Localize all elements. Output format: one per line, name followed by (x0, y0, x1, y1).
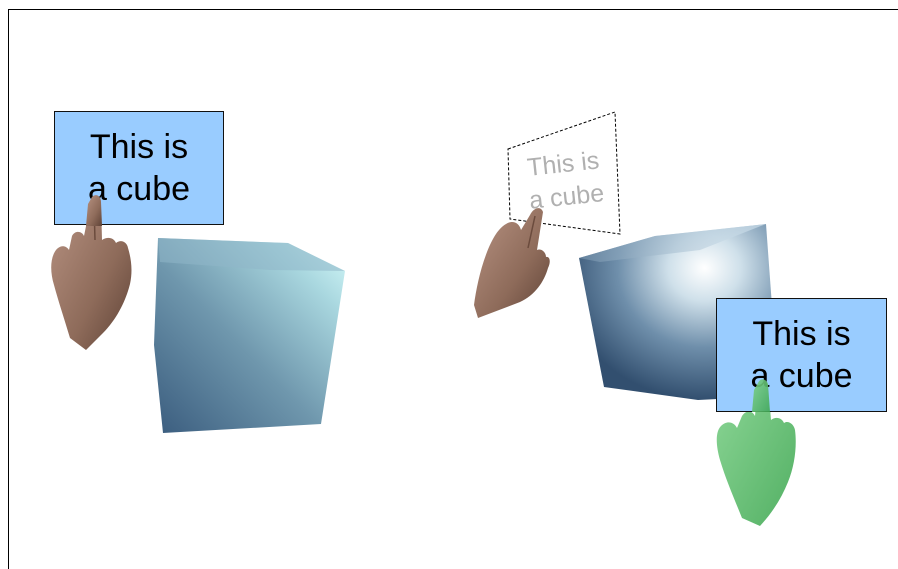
label-right-line2: a cube (750, 355, 852, 397)
label-left-line1: This is (90, 126, 188, 168)
label-box-left[interactable]: This is a cube (54, 111, 224, 225)
label-right-line1: This is (752, 313, 850, 355)
ghost-label-text: This is a cube (522, 144, 608, 218)
hand-right-icon (474, 208, 550, 318)
cube-left (154, 238, 345, 433)
label-box-right[interactable]: This is a cube (716, 298, 887, 412)
label-left-line2: a cube (88, 168, 190, 210)
